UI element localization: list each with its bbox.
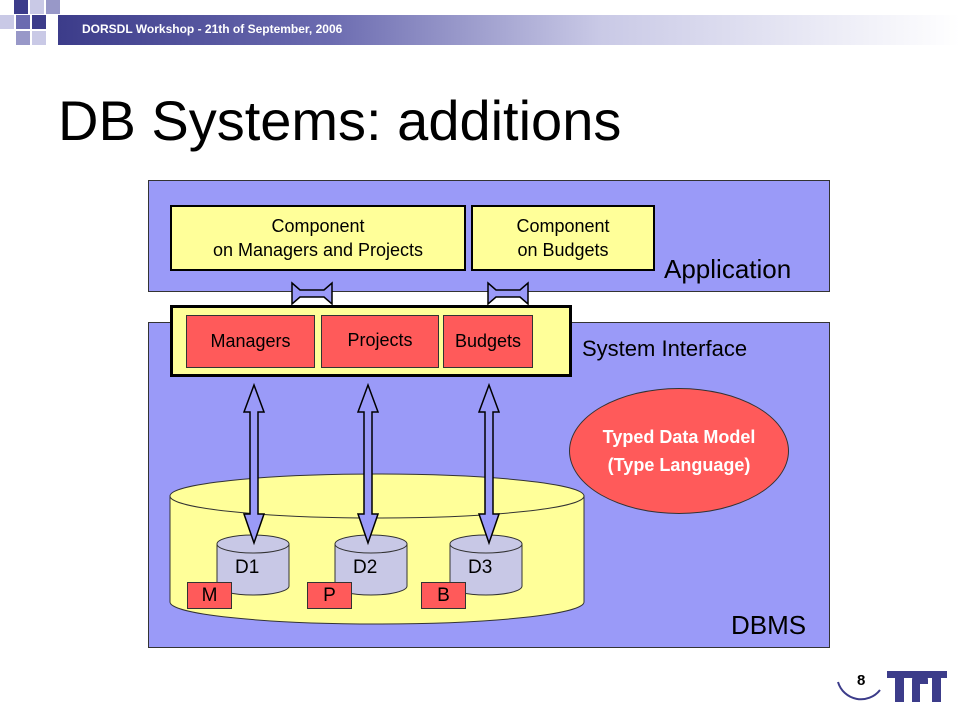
connector-arrow-left — [291, 281, 333, 306]
db-d3-top — [449, 534, 523, 554]
arrow-d3 — [477, 382, 501, 546]
component-budgets: Component on Budgets — [471, 205, 655, 271]
slide-title: DB Systems: additions — [58, 89, 622, 152]
db-d3-label: D3 — [468, 557, 493, 578]
component-managers-projects: Component on Managers and Projects — [170, 205, 466, 271]
storage-cylinder-top — [169, 473, 585, 519]
db-d1-label: D1 — [235, 557, 260, 578]
typed-data-model-ellipse: Typed Data Model (Type Language) — [569, 388, 789, 514]
type-budgets: Budgets — [443, 315, 533, 368]
typed-data-model-line2: (Type Language) — [607, 455, 751, 475]
component-budgets-line2: on Budgets — [517, 240, 609, 260]
typed-data-model-line1: Typed Data Model — [602, 427, 756, 447]
application-label: Application — [664, 254, 792, 284]
component-budgets-line1: Component — [516, 216, 610, 236]
page-number: 8 — [857, 672, 866, 689]
component-managers-projects-line2: on Managers and Projects — [212, 240, 424, 260]
dbms-label: DBMS — [731, 610, 807, 640]
connector-arrow-right — [487, 281, 529, 306]
header-bar — [58, 15, 960, 45]
arrow-d2 — [356, 382, 380, 546]
db-d2-top — [334, 534, 408, 554]
system-interface-label: System Interface — [582, 336, 748, 361]
header-text: DORSDL Workshop - 21th of September, 200… — [82, 22, 343, 36]
arrow-d1 — [242, 382, 266, 546]
db-d1-tag: M — [187, 582, 232, 609]
type-managers: Managers — [186, 315, 315, 368]
db-d3-tag: B — [421, 582, 466, 609]
db-d2-tag: P — [307, 582, 352, 609]
type-projects: Projects — [321, 315, 439, 368]
db-d2-label: D2 — [353, 557, 378, 578]
component-managers-projects-line1: Component — [271, 216, 365, 236]
